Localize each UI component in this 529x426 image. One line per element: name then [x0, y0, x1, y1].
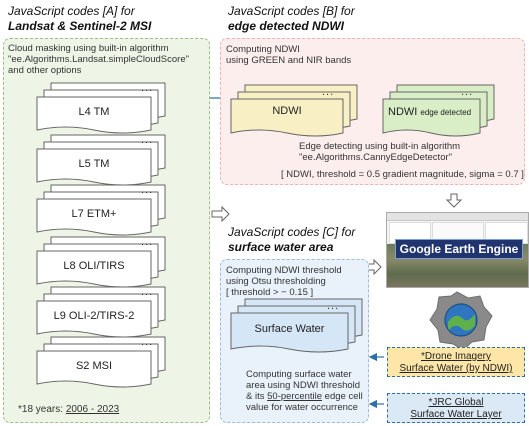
drone-line1: *Drone Imagery — [388, 351, 524, 363]
jrc-box: *JRC Global Surface Water Layer — [387, 393, 525, 423]
jrc-line2: Surface Water Layer — [388, 409, 524, 421]
jrc-line1: *JRC Global — [388, 397, 524, 409]
drone-line2: Surface Water (by NDWI) — [388, 363, 524, 375]
drone-imagery-box: *Drone Imagery Surface Water (by NDWI) — [387, 347, 525, 377]
